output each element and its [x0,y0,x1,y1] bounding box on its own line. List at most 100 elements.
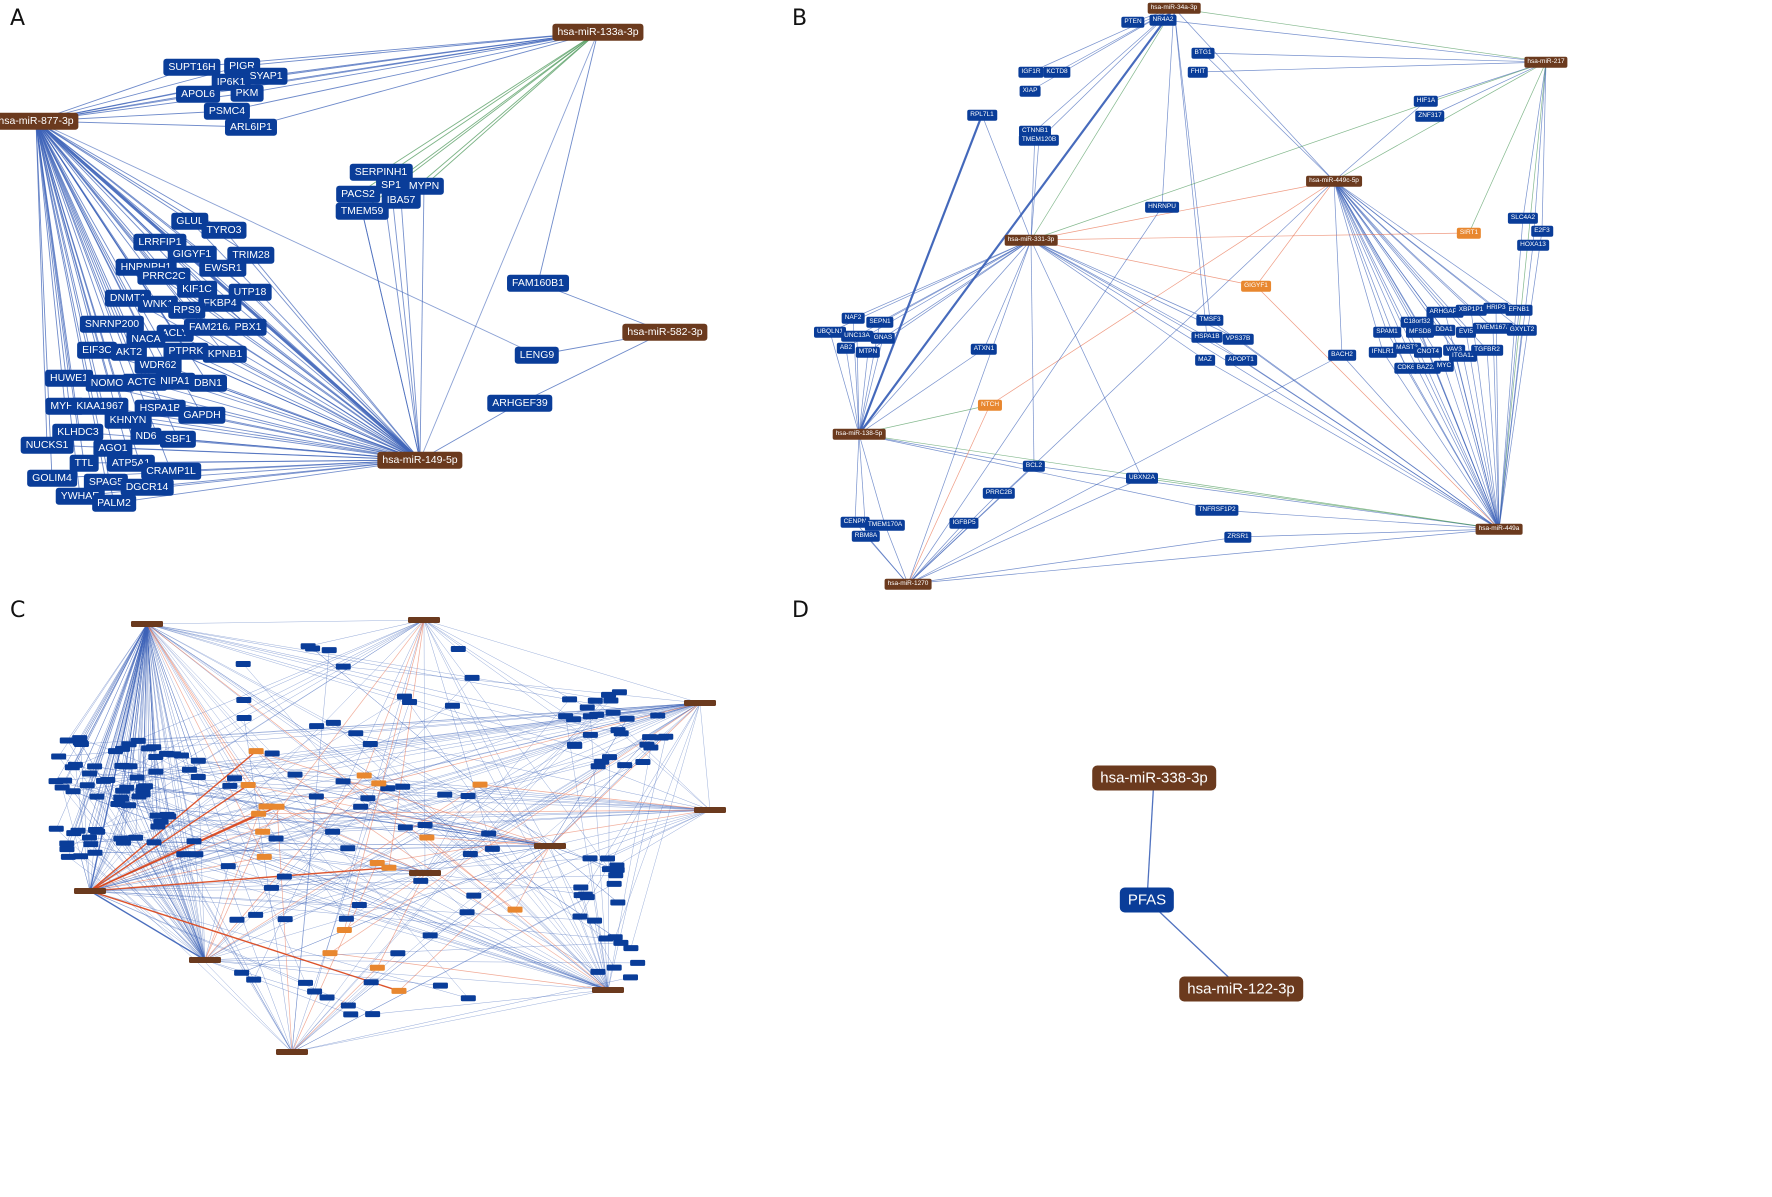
gene-node-pfas: PFAS [1119,887,1175,913]
mirna-node-hsa-mir-122-3p: hsa-miR-122-3p [1179,976,1303,1002]
gene-mark [88,826,104,833]
gene-node-cramp1l: CRAMP1L [141,462,201,480]
gene-node-kctd8: KCTD8 [1043,66,1071,78]
gene-node-igf1r: IGF1R [1018,66,1044,78]
gene-node-vps37b: VPS37B [1222,333,1254,345]
gene-mark [186,838,202,845]
gene-node-pbx1: PBX1 [229,318,267,336]
gene-mark [72,735,88,742]
gene-node-nr4a2: NR4A2 [1149,14,1177,26]
mirna-node-hsa-mir-338-3p: hsa-miR-338-3p [1092,765,1216,791]
gene-node-khnyn: KHNYN [104,411,152,429]
gene-node-tmem167a: TMEM167A [1472,322,1514,334]
gene-node-mast3: MAST3 [1393,342,1421,354]
gene-node-pkm: PKM [230,84,264,102]
gene-node-efnb1: EFNB1 [1505,304,1533,316]
gene-node-nipa1: NIPA1 [155,372,195,390]
gene-mark [335,778,351,785]
gene-mark [362,741,378,748]
hub-mark [371,780,387,787]
gene-node-apopt1: APOPT1 [1225,354,1257,366]
gene-mark [623,945,639,952]
gene-node-ywhae: YWHAE [55,487,105,505]
gene-node-supt16h: SUPT16H [163,58,221,76]
panel-b-edges [829,7,1547,585]
gene-node-gapdh: GAPDH [178,406,226,424]
hub-mark [381,864,397,871]
gene-mark [587,917,603,924]
gene-node-arhgef39: ARHGEF39 [487,394,553,412]
gene-mark [444,702,460,709]
panel-a-label: A [10,6,26,31]
gene-mark [635,758,651,765]
gene-mark [608,872,624,879]
hub-mark [419,834,435,841]
gene-node-ab2: AB2 [836,342,856,354]
gene-mark [351,902,367,909]
gene-node-dgcr14: DGCR14 [120,478,174,496]
gene-mark [610,727,626,734]
gene-mark [397,824,413,831]
panel-c-edges [48,617,726,1055]
gene-node-naf2: NAF2 [841,312,865,324]
hub-mark [356,772,372,779]
mirna-mark [694,807,726,813]
gene-mark [59,846,75,853]
gene-mark [48,825,64,832]
gene-mark [190,757,206,764]
gene-mark [150,823,166,830]
hub-mark [240,782,256,789]
gene-node-ifnlr1: IFNLR1 [1368,346,1398,358]
hub-mark [369,859,385,866]
gene-mark [642,734,658,741]
gene-node-mtpn: MTPN [855,346,881,358]
mirna-node-hsa-mir-582-3p: hsa-miR-582-3p [622,323,708,341]
gene-mark [176,851,192,858]
gene-node-tmem170a: TMEM170A [864,519,906,531]
gene-mark [83,841,99,848]
gene-mark [353,803,369,810]
mirna-mark [189,957,221,963]
gene-node-gigyf1: GIGYF1 [167,245,217,263]
gene-mark [460,995,476,1002]
gene-mark [579,894,595,901]
gene-mark [600,855,616,862]
gene-mark [236,696,252,703]
mirna-node-hsa-mir-331-3p: hsa-miR-331-3p [1004,234,1058,246]
gene-mark [319,994,335,1001]
gene-mark [236,714,252,721]
gene-node-hnrnpu: HNRNPU [1145,201,1179,213]
gene-node-igfbp5: IGFBP5 [949,517,979,529]
gene-mark [59,840,75,847]
gene-mark [118,763,134,770]
mirna-node-hsa-mir-149-5p: hsa-miR-149-5p [377,451,463,469]
gene-mark [562,696,578,703]
gene-mark [121,741,137,748]
hub-mark [369,964,385,971]
mirna-mark [131,621,163,627]
gene-node-ago1: AGO1 [93,439,133,457]
gene-mark [128,834,144,841]
gene-mark [159,811,175,818]
gene-node-akt2: AKT2 [110,343,148,361]
gene-node-prrc2b: PRRC2B [982,487,1016,499]
gene-node-ubqln1: UBQLN1 [813,326,847,338]
gene-mark [248,911,264,918]
gene-mark [432,982,448,989]
mirna-node-hsa-mir-133a-3p: hsa-miR-133a-3p [552,23,644,41]
gene-mark [119,784,135,791]
gene-mark [582,855,598,862]
mirna-mark [534,843,566,849]
gene-node-leng9: LENG9 [514,346,560,364]
gene-mark [590,968,606,975]
gene-mark [113,794,129,801]
gene-mark [340,1002,356,1009]
hub-mark [255,828,271,835]
gene-mark [481,830,497,837]
gene-mark [589,711,605,718]
gene-node-sbf1: SBF1 [159,430,197,448]
hub-mark [507,906,523,913]
